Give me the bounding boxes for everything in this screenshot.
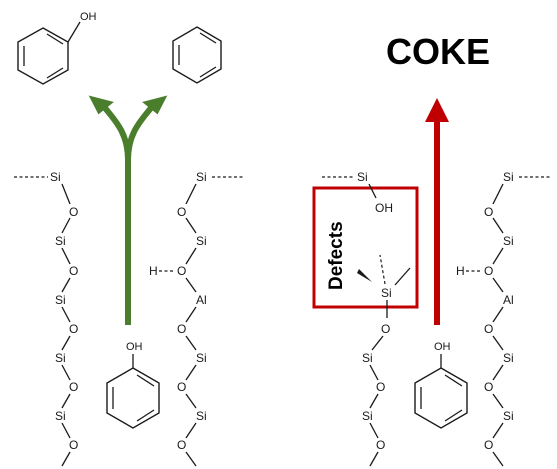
atom-o: O [376,380,385,394]
phenol-oh-label: OH [434,341,451,353]
atom-al: Al [196,293,207,307]
atom-si: Si [503,351,514,365]
red-arrow [425,98,449,325]
green-forked-arrow [88,95,168,325]
left-panel-right-chain: Si O Si O H Al O Si O Si O [149,170,244,467]
right-panel-right-chain: Si O Si O H Al O Si O Si O [456,170,550,467]
atom-o: O [484,438,493,452]
phenol-reactant-left: OH [106,341,160,429]
right-panel-defect-chain: Si OH Si O Si O Si O [322,170,411,467]
atom-o: O [69,380,78,394]
atom-o: O [484,205,493,219]
atom-o: O [69,264,78,278]
atom-h: H [456,264,465,278]
phenol-reactant-right: OH [414,341,468,429]
atom-o: O [484,264,493,278]
atom-o: O [69,438,78,452]
atom-o: O [177,264,186,278]
atom-o: O [177,438,186,452]
atom-o: O [177,322,186,336]
atom-si-defect: Si [381,286,392,300]
left-panel-left-chain: Si O Si O Si O Si O Si O [14,170,78,467]
atom-h: H [149,264,158,278]
phenol-product-molecule: OH [17,11,97,85]
atom-si: Si [362,409,373,423]
atom-si: Si [357,170,368,184]
phenol-oh-label: OH [126,341,143,353]
atom-o: O [177,205,186,219]
atom-o: O [69,205,78,219]
atom-si: Si [55,293,66,307]
coke-label: COKE [386,31,490,72]
atom-si: Si [503,234,514,248]
atom-si: Si [55,409,66,423]
atom-si: Si [196,234,207,248]
atom-si: Si [55,234,66,248]
atom-o: O [69,322,78,336]
atom-o: O [484,322,493,336]
atom-o: O [376,438,385,452]
atom-si: Si [50,170,61,184]
atom-si: Si [196,351,207,365]
benzene-product-molecule [172,26,222,84]
silanol-oh-label: OH [375,201,393,215]
atom-o: O [484,380,493,394]
atom-al: Al [503,293,514,307]
atom-o: O [177,380,186,394]
atom-o: O [381,322,390,336]
atom-si: Si [503,409,514,423]
atom-si: Si [196,170,207,184]
defects-box: Defects [312,186,419,309]
atom-si: Si [55,351,66,365]
atom-si: Si [196,409,207,423]
defects-label: Defects [326,221,347,290]
atom-si: Si [503,170,514,184]
phenol-product-oh-label: OH [80,11,97,23]
atom-si: Si [362,351,373,365]
